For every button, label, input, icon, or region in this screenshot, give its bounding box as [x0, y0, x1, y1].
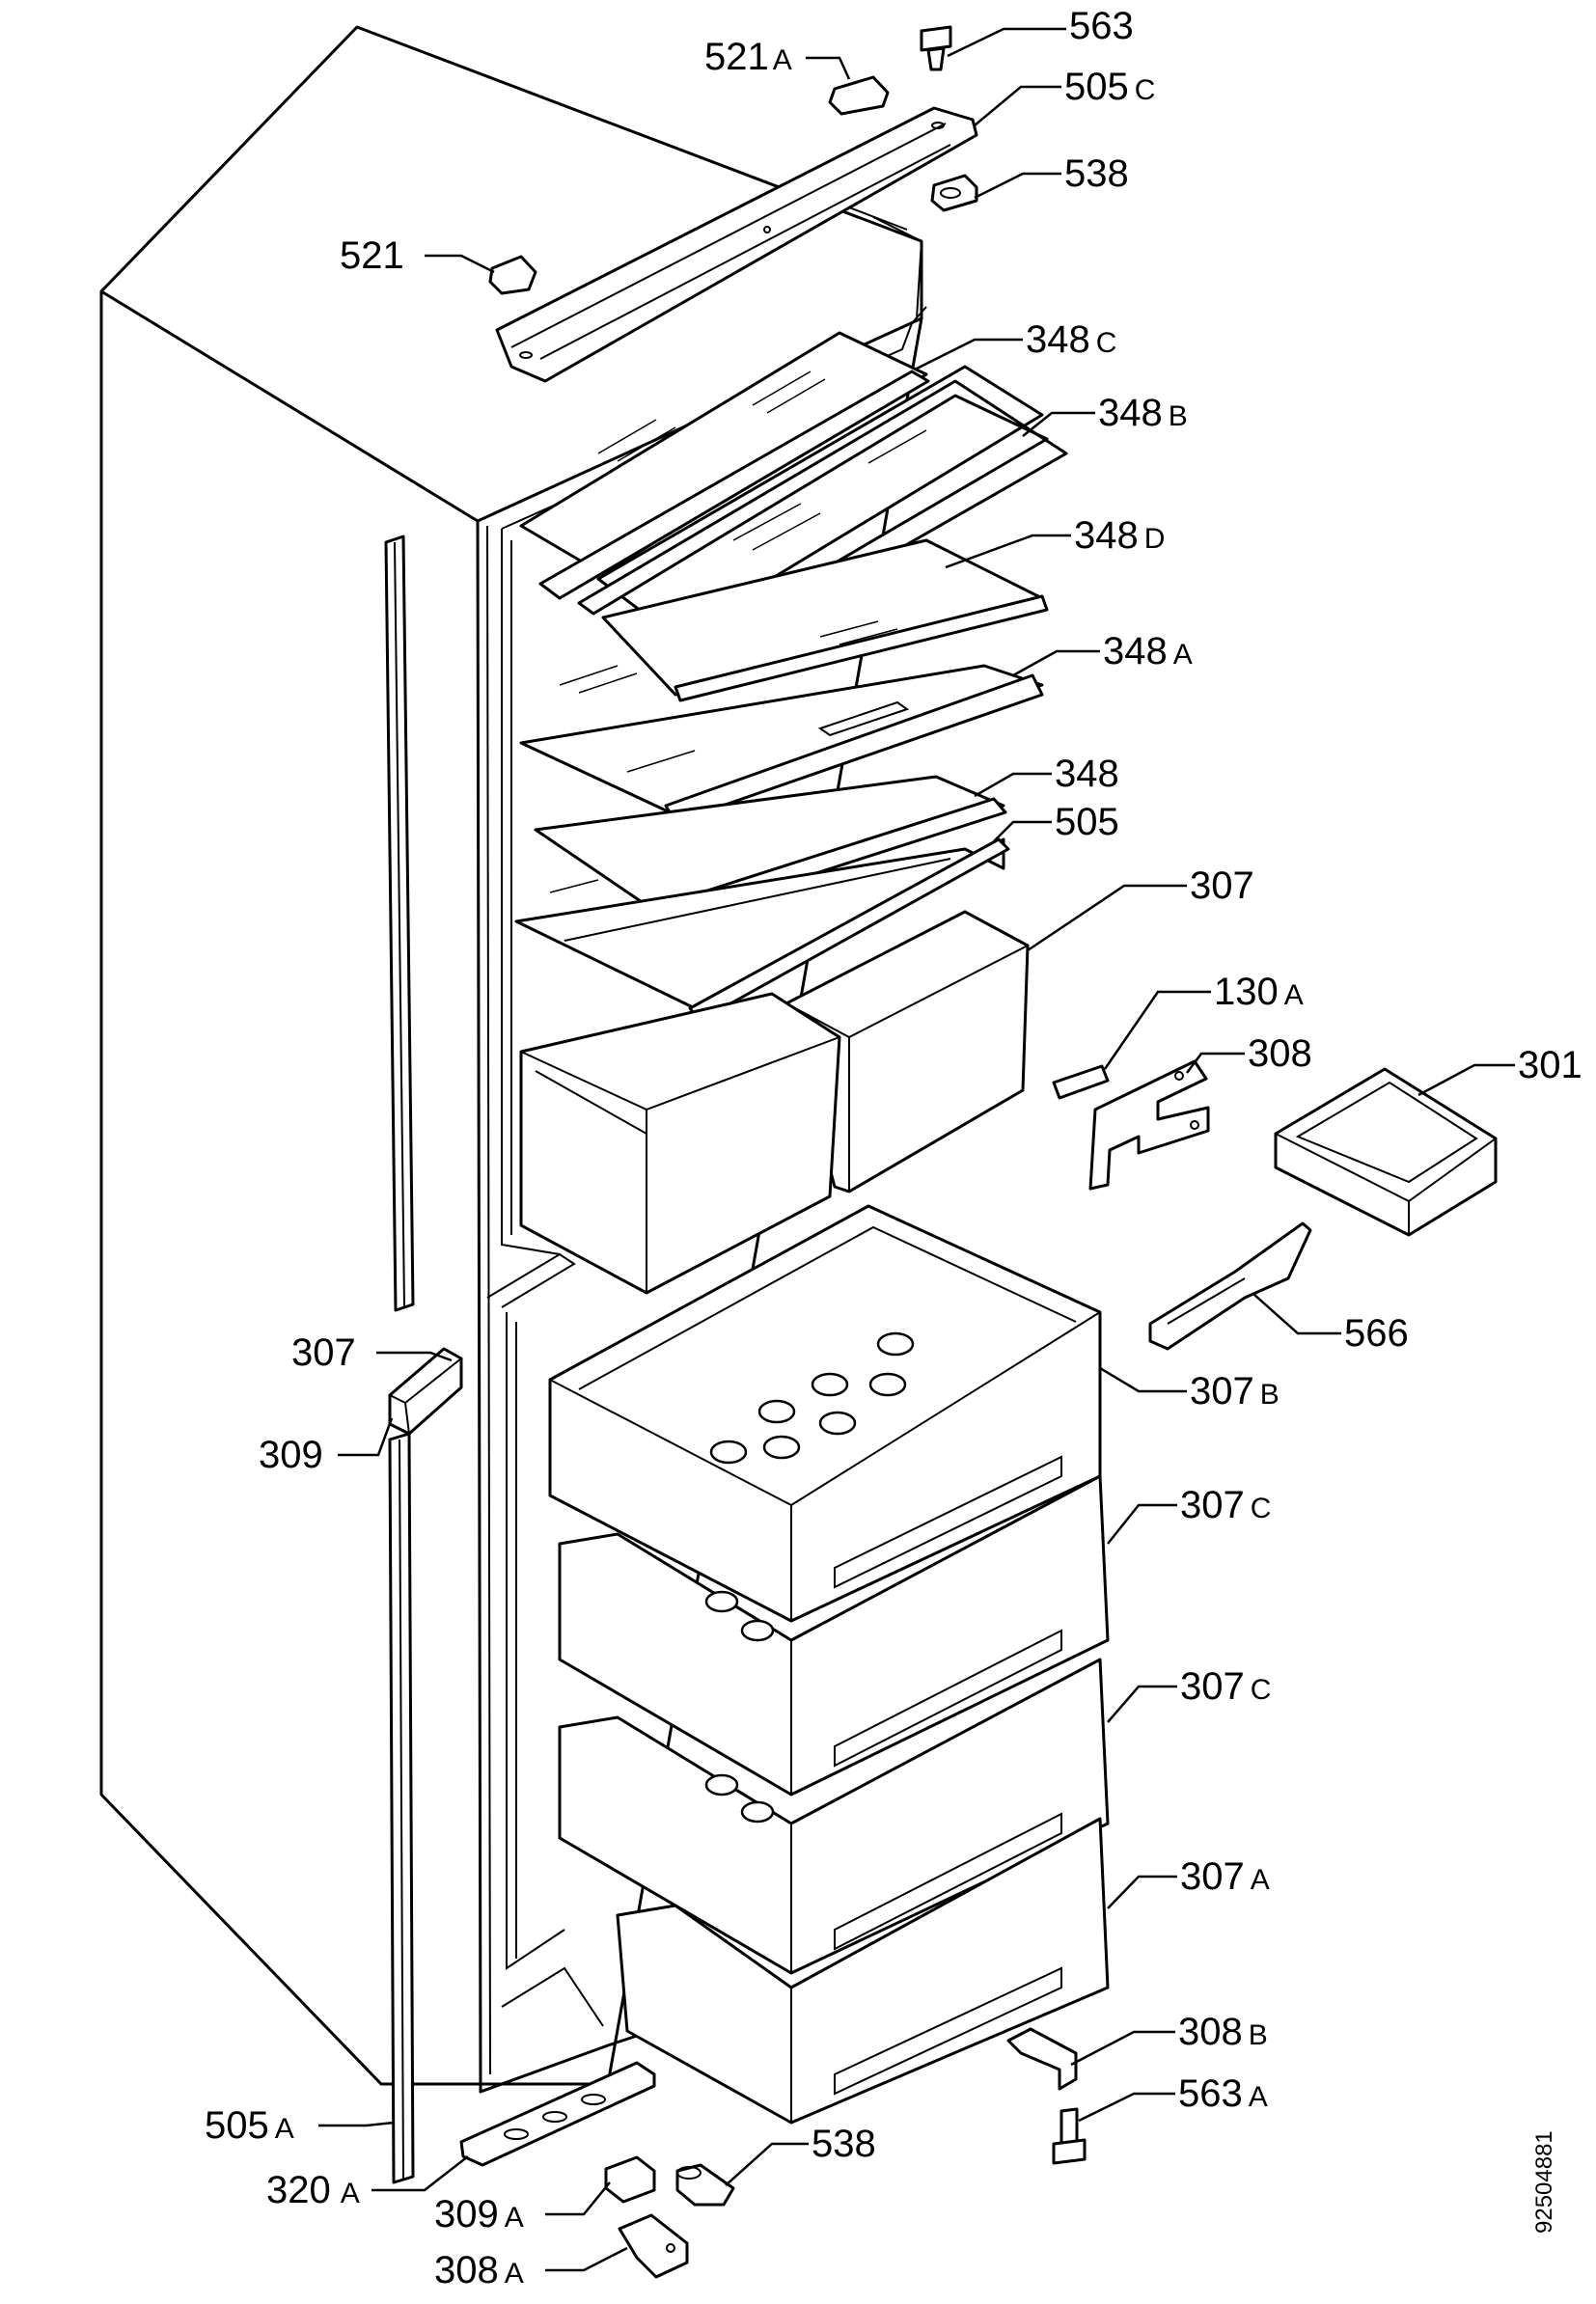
drawing-number: 92504881	[1531, 2130, 1557, 2234]
callout-348: 348	[1055, 753, 1119, 795]
bottom-hinge-320a	[459, 2061, 656, 2167]
shelf-348c	[519, 331, 930, 600]
shelf-348d	[601, 538, 1049, 702]
top-hinge-bar	[495, 106, 978, 383]
hinge-cover-309a	[604, 2155, 656, 2204]
callout-307-right: 307	[1190, 864, 1254, 907]
crisper-bin-right	[784, 910, 1030, 1193]
callout-505: 505	[1055, 801, 1119, 843]
callout-538-top: 538	[1064, 152, 1129, 195]
bracket-308	[1088, 1059, 1210, 1191]
callout-308: 308	[1248, 1032, 1312, 1075]
callout-566: 566	[1344, 1312, 1409, 1355]
bushing-538-top	[930, 174, 978, 212]
callout-301: 301	[1518, 1044, 1582, 1086]
hinge-pin-563	[920, 25, 952, 71]
hinge-pin-563a	[1052, 2107, 1087, 2165]
freezer-drawer-307c-1	[558, 1474, 1110, 1797]
hinge-cover-521a	[828, 75, 890, 116]
callout-521: 521	[340, 234, 404, 277]
shelf-348a	[519, 664, 1044, 824]
bushing-538-bottom	[675, 2163, 735, 2207]
freezer-drawer-307a	[616, 1817, 1110, 2125]
callout-307-left: 307	[291, 1331, 356, 1374]
crisper-cover-505	[514, 837, 1010, 1023]
hinge-bracket-308a	[618, 2213, 689, 2279]
crisper-bin-left	[519, 992, 841, 1295]
freezer-drawer-307c-2	[558, 1658, 1110, 1975]
callout-309: 309	[259, 1434, 323, 1476]
callout-538-bottom: 538	[812, 2123, 876, 2165]
ice-cube-tray-301	[1274, 1067, 1498, 1237]
leader-lines	[318, 27, 1515, 2272]
callout-563: 563	[1069, 5, 1134, 47]
ice-scoop-566	[1148, 1221, 1312, 1351]
hinge-bracket-308b	[1006, 2027, 1078, 2091]
part-130a	[1052, 1064, 1110, 1100]
door-seal-strip	[384, 535, 463, 2184]
hinge-cover-521	[488, 255, 537, 295]
